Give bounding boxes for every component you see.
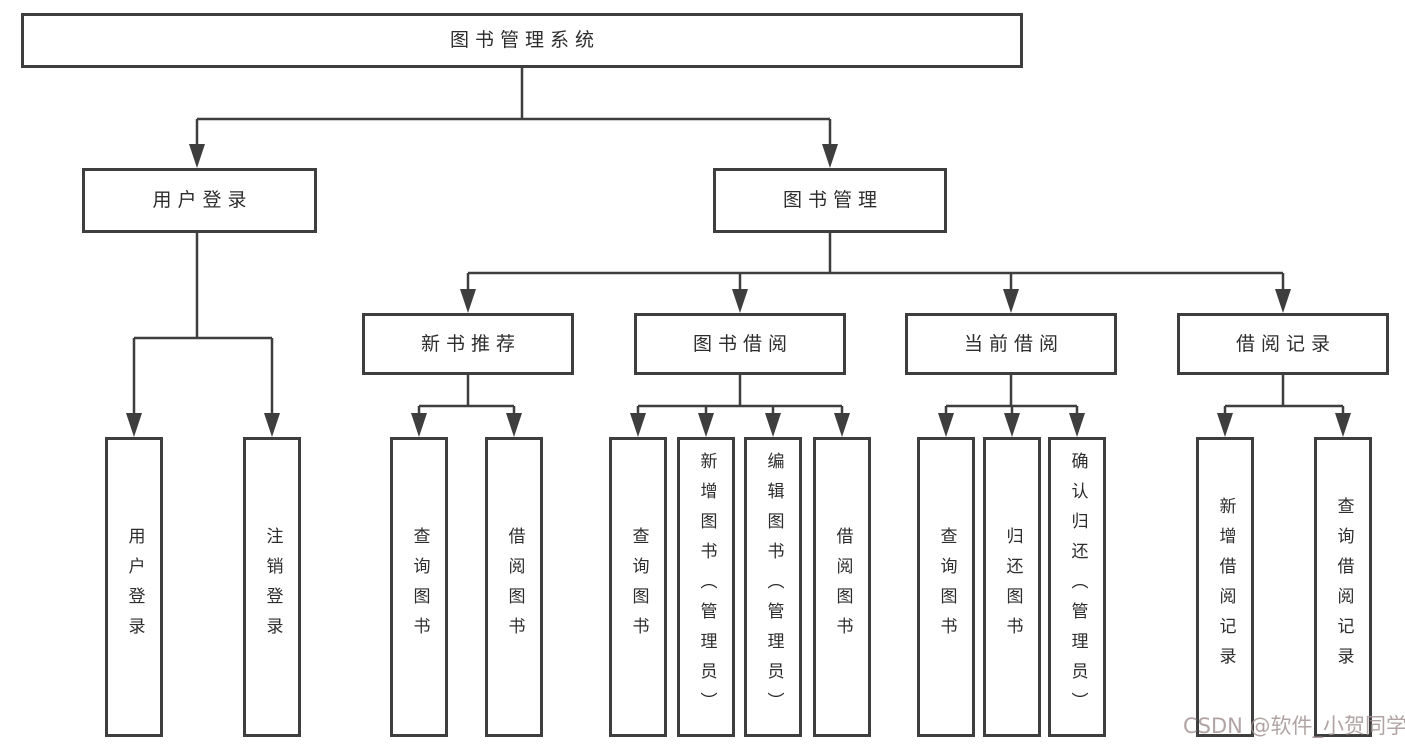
- node-label: 新增借阅记录: [1215, 497, 1236, 677]
- node-label: 用户登录: [124, 527, 145, 647]
- arrow-heads: [126, 144, 1351, 437]
- leaf-query-borrow-record: 查询借阅记录: [1314, 437, 1372, 737]
- leaf-confirm-return-admin: 确认归还（管理员）: [1048, 437, 1106, 737]
- leaf-return-book: 归还图书: [983, 437, 1041, 737]
- node-label: 借阅记录: [1235, 332, 1336, 355]
- node-label: 当前借阅: [963, 332, 1064, 355]
- node-label: 图书借阅: [692, 332, 793, 355]
- leaf-borrow-books-borrowing: 借阅图书: [813, 437, 871, 737]
- leaf-query-books-current: 查询图书: [917, 437, 975, 737]
- node-library-management-system: 图书管理系统: [21, 13, 1023, 68]
- node-label: 借阅图书: [832, 527, 853, 647]
- leaf-add-book-admin: 新增图书（管理员）: [677, 437, 735, 737]
- node-label: 确认归还（管理员）: [1067, 452, 1088, 722]
- leaf-borrow-books-recommend: 借阅图书: [485, 437, 543, 737]
- node-label: 编辑图书（管理员）: [763, 452, 784, 722]
- leaf-edit-book-admin: 编辑图书（管理员）: [744, 437, 802, 737]
- node-label: 查询借阅记录: [1333, 497, 1354, 677]
- node-label: 归还图书: [1002, 527, 1023, 647]
- node-label: 图书管理: [782, 189, 883, 211]
- node-label: 查询图书: [409, 527, 430, 647]
- node-current-borrowing: 当前借阅: [905, 313, 1117, 375]
- csdn-watermark: CSDN @软件_小贺同学: [1183, 714, 1405, 738]
- leaf-add-borrow-record: 新增借阅记录: [1196, 437, 1254, 737]
- node-label: 图书管理系统: [449, 29, 600, 51]
- node-label: 查询图书: [628, 527, 649, 647]
- node-borrowing-records: 借阅记录: [1177, 313, 1389, 375]
- leaf-query-books-recommend: 查询图书: [390, 437, 448, 737]
- node-label: 用户登录: [152, 189, 253, 211]
- node-user-login: 用户登录: [82, 168, 317, 233]
- node-label: 新增图书（管理员）: [696, 452, 717, 722]
- leaf-query-books-borrowing: 查询图书: [609, 437, 667, 737]
- node-label: 新书推荐: [420, 332, 521, 355]
- node-label: 查询图书: [936, 527, 957, 647]
- connector-segments: [132, 68, 1345, 419]
- node-new-book-recommendation: 新书推荐: [362, 313, 574, 375]
- node-label: 借阅图书: [504, 527, 525, 647]
- leaf-logout: 注销登录: [243, 437, 301, 737]
- leaf-user-login: 用户登录: [105, 437, 163, 737]
- node-book-borrowing: 图书借阅: [634, 313, 846, 375]
- node-label: 注销登录: [262, 527, 283, 647]
- node-book-management: 图书管理: [713, 168, 947, 233]
